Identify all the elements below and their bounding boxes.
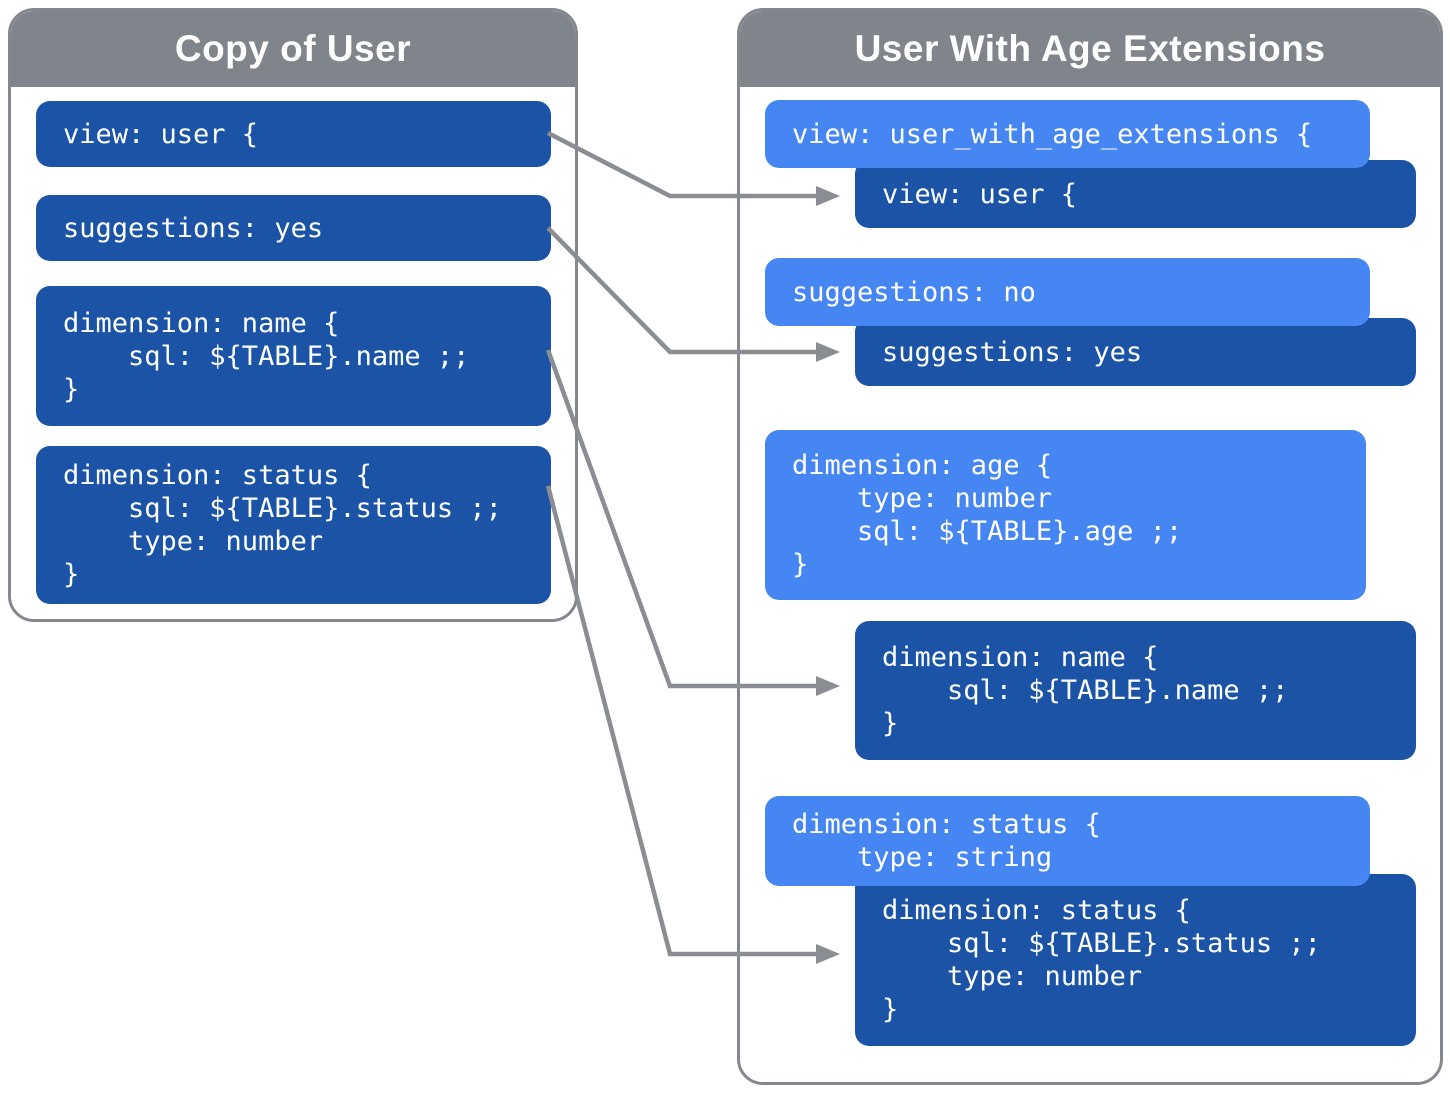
code-line: sql: ${TABLE}.status ;; — [882, 928, 1321, 959]
code-line: dimension: status { — [882, 895, 1191, 926]
panel-title: Copy of User — [174, 28, 412, 69]
right-block-suggestions-override: suggestions: no — [765, 258, 1370, 326]
code-line: dimension: status { — [792, 809, 1101, 840]
panel-copy-of-user-header: Copy of User — [11, 11, 575, 87]
code-line: sql: ${TABLE}.age ;; — [792, 516, 1183, 547]
right-block-dimension-status-override: dimension: status { type: string — [765, 796, 1370, 886]
code-line: } — [63, 559, 80, 590]
right-block-suggestions-inherited: suggestions: yes — [855, 318, 1416, 386]
code-line: dimension: name { — [63, 307, 340, 339]
right-block-view-inherited: view: user { — [855, 160, 1416, 228]
code-line: sql: ${TABLE}.name ;; — [882, 675, 1289, 706]
left-block-dimension-status: dimension: status { sql: ${TABLE}.status… — [36, 446, 551, 604]
code-line: dimension: age { — [792, 450, 1053, 481]
code-line: sql: ${TABLE}.name ;; — [63, 340, 470, 372]
left-block-suggestions: suggestions: yes — [36, 195, 551, 261]
code-line: type: string — [792, 842, 1053, 873]
code-line: suggestions: yes — [882, 336, 1143, 368]
code-line: view: user { — [63, 118, 259, 150]
code-line: type: number — [792, 483, 1053, 514]
code-line: sql: ${TABLE}.status ;; — [63, 493, 502, 524]
right-block-view-extension: view: user_with_age_extensions { — [765, 100, 1370, 168]
panel-title: User With Age Extensions — [854, 28, 1326, 69]
code-line: } — [63, 373, 80, 405]
left-block-dimension-name: dimension: name { sql: ${TABLE}.name ;; … — [36, 286, 551, 426]
code-line: dimension: status { — [63, 460, 372, 491]
code-line: suggestions: yes — [63, 212, 324, 244]
code-line: } — [882, 708, 899, 739]
right-block-dimension-age: dimension: age { type: number sql: ${TAB… — [765, 430, 1366, 600]
code-line: view: user { — [882, 178, 1078, 210]
right-block-dimension-name-inherited: dimension: name { sql: ${TABLE}.name ;; … — [855, 621, 1416, 760]
left-block-view: view: user { — [36, 101, 551, 167]
panel-copy-of-user: Copy of User view: user { suggestions: y… — [8, 8, 578, 622]
right-block-dimension-status-inherited: dimension: status { sql: ${TABLE}.status… — [855, 874, 1416, 1046]
code-line: type: number — [63, 526, 324, 557]
code-line: } — [882, 994, 899, 1025]
code-line: dimension: name { — [882, 642, 1159, 673]
panel-user-with-age-extensions-header: User With Age Extensions — [740, 11, 1440, 87]
code-line: } — [792, 549, 809, 580]
code-line: view: user_with_age_extensions { — [792, 118, 1313, 150]
code-line: suggestions: no — [792, 276, 1036, 308]
code-line: type: number — [882, 961, 1143, 992]
panel-user-with-age-extensions: User With Age Extensions view: user { vi… — [737, 8, 1443, 1085]
